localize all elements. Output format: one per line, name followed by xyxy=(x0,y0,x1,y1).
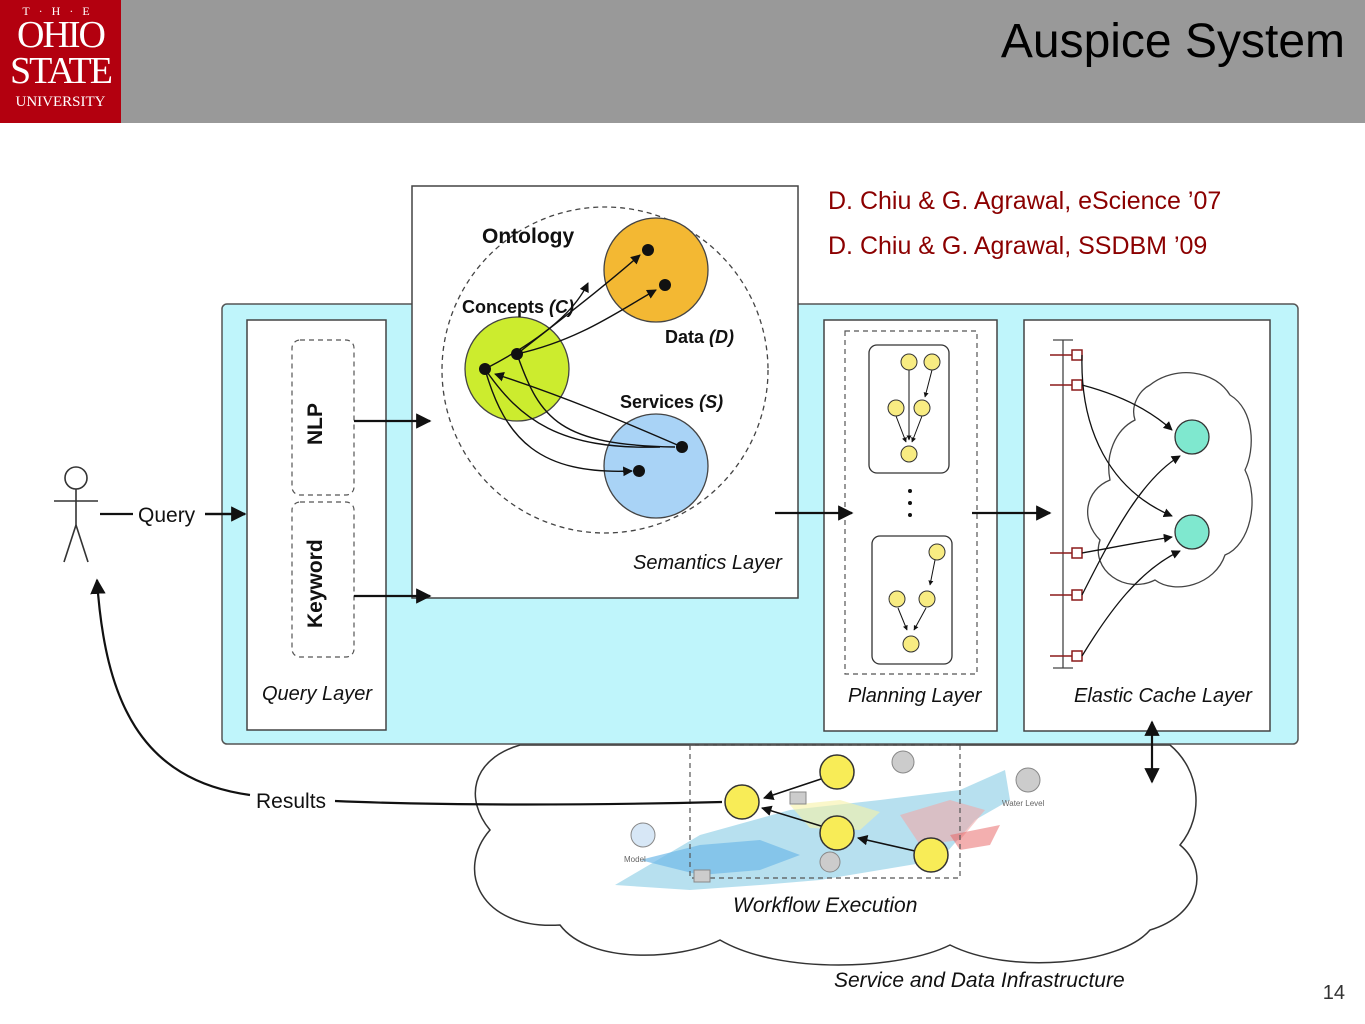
plan-nodes-2 xyxy=(888,543,946,653)
plan-ellipsis xyxy=(908,489,912,517)
cache-ring-entries xyxy=(1050,349,1083,662)
workflow-icon-label-water-level: Water Level xyxy=(1002,799,1045,808)
workflow-node xyxy=(819,754,855,790)
workflow-node xyxy=(913,837,949,873)
cache-node xyxy=(1174,419,1210,455)
elastic-cache-layer-label: Elastic Cache Layer xyxy=(1074,685,1253,707)
ontology-label: Ontology xyxy=(482,225,574,248)
nlp-label: NLP xyxy=(304,403,327,445)
keyword-module-box xyxy=(291,501,355,658)
cache-cloud xyxy=(1087,372,1253,588)
workflow-node xyxy=(724,784,760,820)
planning-dashed-box xyxy=(844,330,978,675)
query-layer-label: Query Layer xyxy=(262,683,373,705)
results-label: Results xyxy=(256,790,326,813)
services-node xyxy=(603,413,709,519)
concepts-node xyxy=(464,316,570,422)
workflow-map-background xyxy=(615,770,1010,890)
cache-edges xyxy=(1081,354,1181,657)
data-node xyxy=(603,217,709,323)
infrastructure-label: Service and Data Infrastructure xyxy=(834,969,1125,992)
ontology-points xyxy=(479,244,688,477)
ontology-edges xyxy=(484,254,683,477)
logo-university: UNIVERSITY xyxy=(15,94,106,110)
workflow-graph xyxy=(724,754,949,873)
ontology-boundary xyxy=(441,206,769,534)
workflow-dashed-box xyxy=(689,744,961,879)
nlp-module-box xyxy=(291,339,355,496)
user-stick-figure xyxy=(54,466,98,563)
data-label: Data (D) xyxy=(665,327,734,347)
results-arrow xyxy=(97,580,723,806)
logo-state: STATE xyxy=(10,50,113,92)
query-label-bg xyxy=(133,500,205,530)
cache-node xyxy=(1174,514,1210,550)
cache-ring-ticks xyxy=(1053,339,1073,669)
keyword-label: Keyword xyxy=(304,539,327,628)
workflow-icon-label-model: Model xyxy=(624,855,646,864)
plan-graph-1 xyxy=(895,369,933,443)
query-label: Query xyxy=(138,504,196,527)
semantics-layer-label: Semantics Layer xyxy=(633,552,783,574)
page-number: 14 xyxy=(1322,982,1345,1004)
slide-title: Auspice System xyxy=(1000,15,1345,68)
plan-candidate-2 xyxy=(871,535,953,665)
citation-ssdbm: D. Chiu & G. Agrawal, SSDBM ’09 xyxy=(828,232,1208,260)
workflow-node xyxy=(819,815,855,851)
plan-nodes-1 xyxy=(887,353,941,463)
concepts-label: Concepts (C) xyxy=(462,297,574,317)
planning-layer-label: Planning Layer xyxy=(848,685,983,707)
logo-ohio: OHIO xyxy=(17,14,106,56)
slide-header xyxy=(0,0,1365,123)
plan-graph-2 xyxy=(897,559,936,631)
services-label: Services (S) xyxy=(620,392,723,412)
workflow-execution-label: Workflow Execution xyxy=(733,894,917,917)
ohio-state-logo: T·H·E OHIO STATE UNIVERSITY xyxy=(0,0,121,123)
workflow-service-icons xyxy=(630,750,1041,883)
logo-the: T·H·E xyxy=(22,4,99,18)
citation-escience: D. Chiu & G. Agrawal, eScience ’07 xyxy=(828,187,1222,215)
